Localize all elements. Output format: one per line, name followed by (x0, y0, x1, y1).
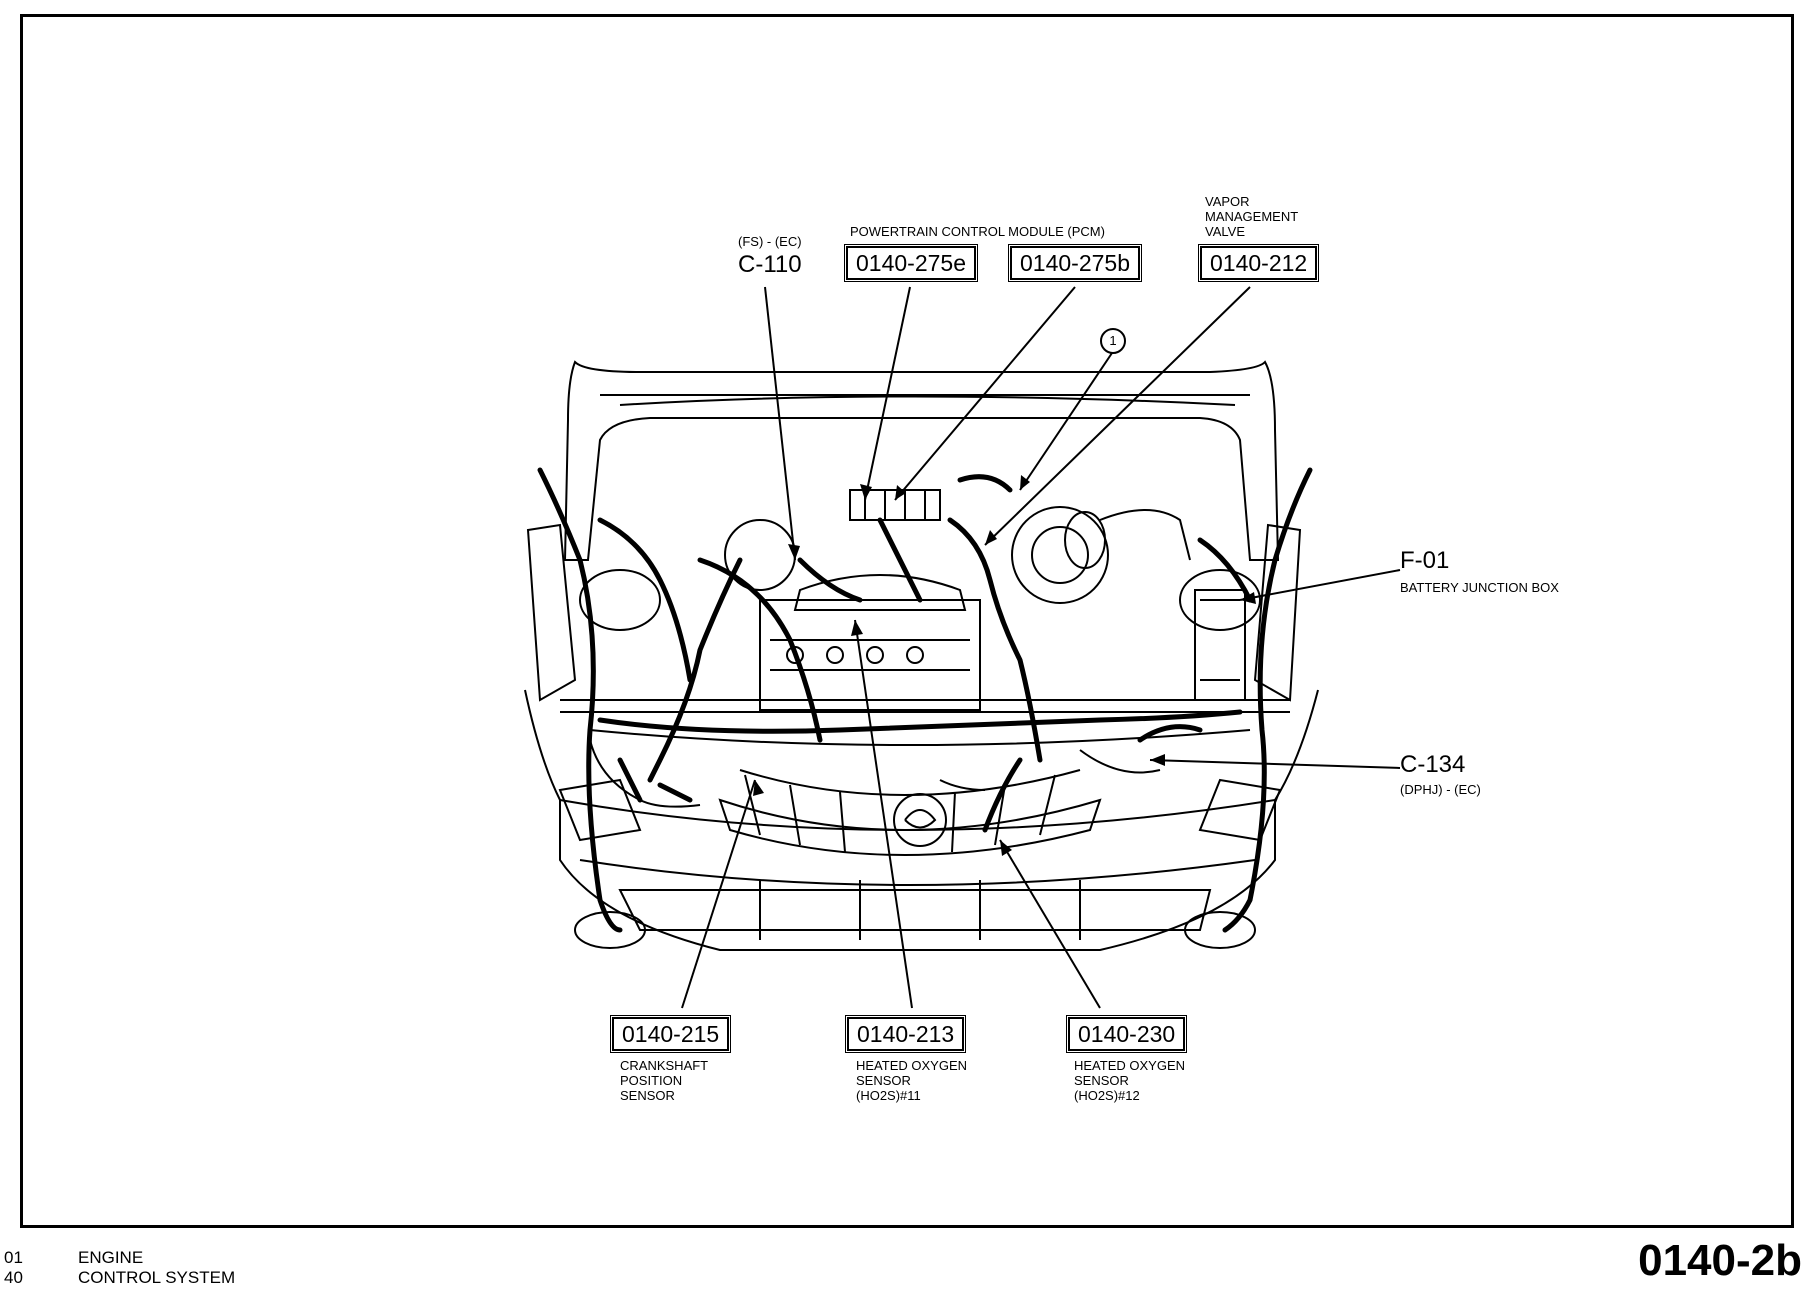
c134-label: C-134 (1400, 751, 1466, 778)
page-number: 0140-2b (1638, 1236, 1802, 1285)
c110-label: C-110 (738, 251, 802, 278)
ho2s11-connector: 0140-213 (847, 1017, 965, 1051)
ho2s11-caption: HEATED OXYGEN SENSOR (HO2S)#11 (856, 1058, 968, 1103)
vmv-connector: 0140-212 (1200, 246, 1318, 280)
f01-label: F-01 (1400, 547, 1450, 574)
footer-section-num-2: 40 (4, 1268, 23, 1287)
diagram-frame (20, 14, 1794, 1228)
footer-section-text-2: CONTROL SYSTEM (78, 1268, 236, 1287)
ckp-connector: 0140-215 (612, 1017, 730, 1051)
footer-section-num-1: 01 (4, 1248, 23, 1267)
ho2s12-caption: HEATED OXYGEN SENSOR (HO2S)#12 (1074, 1058, 1186, 1103)
ho2s12-connector: 0140-230 (1068, 1017, 1186, 1051)
pcm-connector-275b: 0140-275b (1010, 246, 1140, 280)
callout-1: 1 (1100, 328, 1126, 354)
footer-section-text-1: ENGINE (78, 1248, 144, 1267)
c134-note: (DPHJ) - (EC) (1400, 782, 1481, 797)
pcm-title: POWERTRAIN CONTROL MODULE (PCM) (850, 224, 1105, 239)
vmv-caption: VAPOR MANAGEMENT VALVE (1205, 194, 1299, 239)
pcm-connector-275e: 0140-275e (846, 246, 976, 280)
ckp-caption: CRANKSHAFT POSITION SENSOR (620, 1058, 709, 1103)
c110-note: (FS) - (EC) (738, 234, 802, 249)
f01-caption: BATTERY JUNCTION BOX (1400, 580, 1559, 595)
